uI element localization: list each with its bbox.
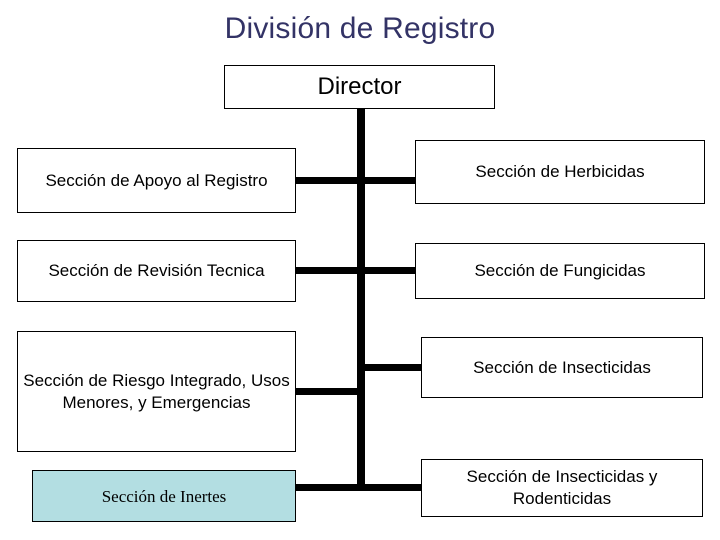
connector-insecticidas-rodenticidas (359, 484, 422, 491)
connector-revision-tecnica (295, 267, 363, 274)
node-director[interactable]: Director (224, 65, 495, 109)
connector-riesgo-integrado (295, 388, 363, 395)
node-riesgo-integrado-label: Sección de Riesgo Integrado, Usos Menore… (23, 370, 290, 412)
node-apoyo-al-registro-label: Sección de Apoyo al Registro (45, 170, 268, 190)
node-apoyo-al-registro[interactable]: Sección de Apoyo al Registro (17, 148, 296, 213)
node-herbicidas-label: Sección de Herbicidas (475, 162, 645, 181)
connector-fungicidas (359, 267, 416, 274)
node-insecticidas-rodenticidas-label: Sección de Insecticidas y Rodenticidas (466, 467, 658, 508)
connector-inertes (295, 484, 363, 491)
node-fungicidas-label: Sección de Fungicidas (474, 261, 646, 280)
connector-apoyo-al-registro (295, 177, 363, 184)
node-director-label: Director (317, 73, 402, 100)
node-revision-tecnica[interactable]: Sección de Revisión Tecnica (17, 240, 296, 302)
node-inertes[interactable]: Sección de Inertes (32, 470, 296, 522)
trunk-vertical-line (357, 108, 365, 490)
page-title: División de Registro (224, 12, 496, 45)
node-insecticidas-rodenticidas[interactable]: Sección de Insecticidas y Rodenticidas (421, 459, 703, 517)
connector-herbicidas (359, 177, 416, 184)
node-insecticidas[interactable]: Sección de Insecticidas (421, 337, 703, 398)
node-revision-tecnica-label: Sección de Revisión Tecnica (48, 261, 265, 280)
node-fungicidas[interactable]: Sección de Fungicidas (415, 243, 705, 299)
node-riesgo-integrado[interactable]: Sección de Riesgo Integrado, Usos Menore… (17, 331, 296, 452)
node-herbicidas[interactable]: Sección de Herbicidas (415, 140, 705, 204)
node-insecticidas-label: Sección de Insecticidas (473, 357, 651, 377)
node-inertes-label: Sección de Inertes (101, 486, 227, 506)
connector-insecticidas (359, 364, 422, 371)
